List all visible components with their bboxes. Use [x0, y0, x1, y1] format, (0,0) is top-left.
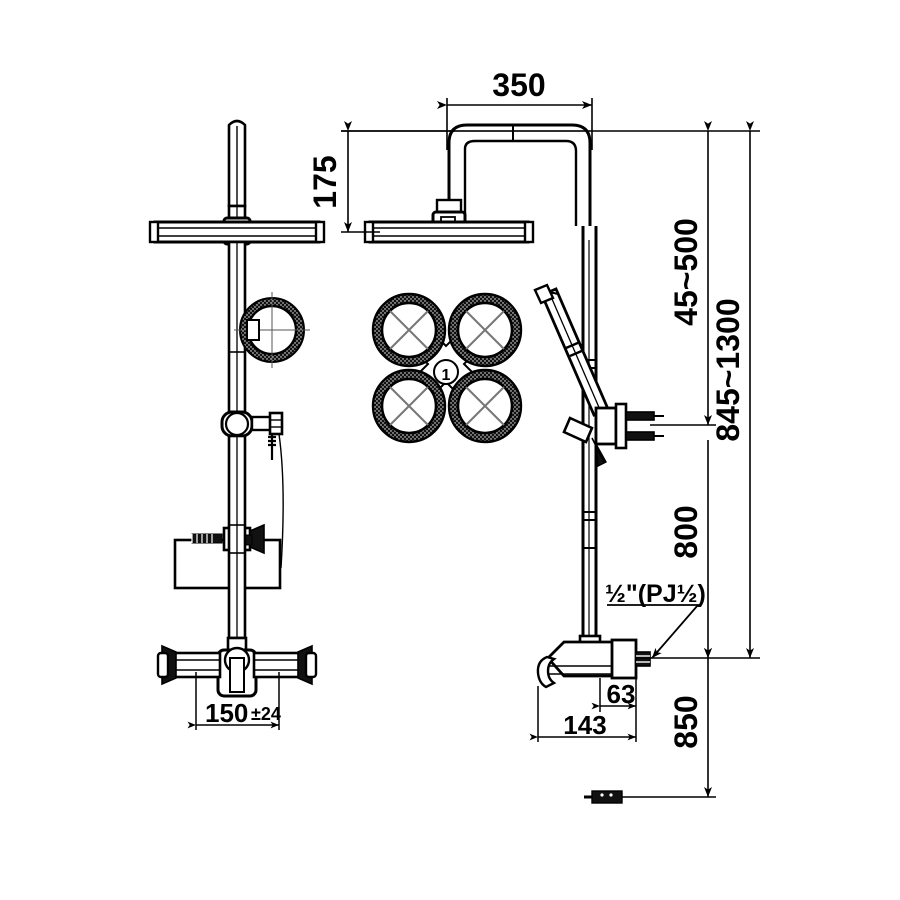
hand-shower-hose-right [591, 437, 607, 468]
body-jet-nozzle-bottom-left [371, 368, 447, 444]
dimension-63 [591, 678, 637, 712]
dimension-label-800: 800 [668, 505, 704, 558]
dimension-label-150: 150 [205, 698, 248, 728]
overhead-shower-arm [447, 123, 592, 228]
view-body-jet-cluster [371, 292, 523, 444]
dimension-150-tolerance [187, 672, 280, 730]
rain-shower-head-bar-right [363, 220, 535, 244]
dimension-label-845-1300: 845~1300 [710, 298, 746, 441]
dimension-label-143: 143 [563, 710, 606, 740]
riser-pipe-upper [227, 204, 247, 220]
body-jet-left-view [234, 292, 310, 368]
body-jet-nozzle-top-left [371, 292, 447, 368]
dimension-143 [529, 686, 637, 742]
diverter-handle-stem [268, 434, 276, 460]
diverter-assembly-left [220, 410, 284, 460]
dimension-350 [437, 98, 593, 150]
view-right-elevation [363, 123, 664, 804]
riser-pipe-lower [227, 434, 247, 640]
dimension-label-850: 850 [668, 695, 704, 748]
hand-shower-holder-bracket [562, 402, 664, 450]
rain-shower-head-bar-left [148, 220, 326, 244]
dimension-label-63: 63 [607, 679, 636, 709]
floor-level-symbol [584, 790, 623, 804]
inlet-thread-label: ½"(PJ½) [605, 580, 706, 608]
body-jet-nozzle-bottom-right [447, 368, 523, 444]
dimension-label-175: 175 [307, 155, 343, 208]
dimension-label-150-group: 150 ±24 [205, 698, 281, 728]
shower-hose-left [278, 433, 284, 569]
thermostatic-mixer-body-left [156, 636, 318, 698]
body-jet-index-label: 1 [442, 367, 451, 384]
riser-top-cap [227, 119, 247, 208]
body-jet-nozzle-top-right [447, 292, 523, 368]
inlet-thread-leader [607, 604, 700, 659]
dimension-label-45-500: 45~500 [668, 218, 704, 326]
view-left-elevation [148, 119, 326, 698]
mixer-spout-assembly-right [536, 634, 651, 689]
dimension-label-150-tolerance: ±24 [251, 704, 281, 724]
dimension-label-350: 350 [492, 67, 545, 103]
